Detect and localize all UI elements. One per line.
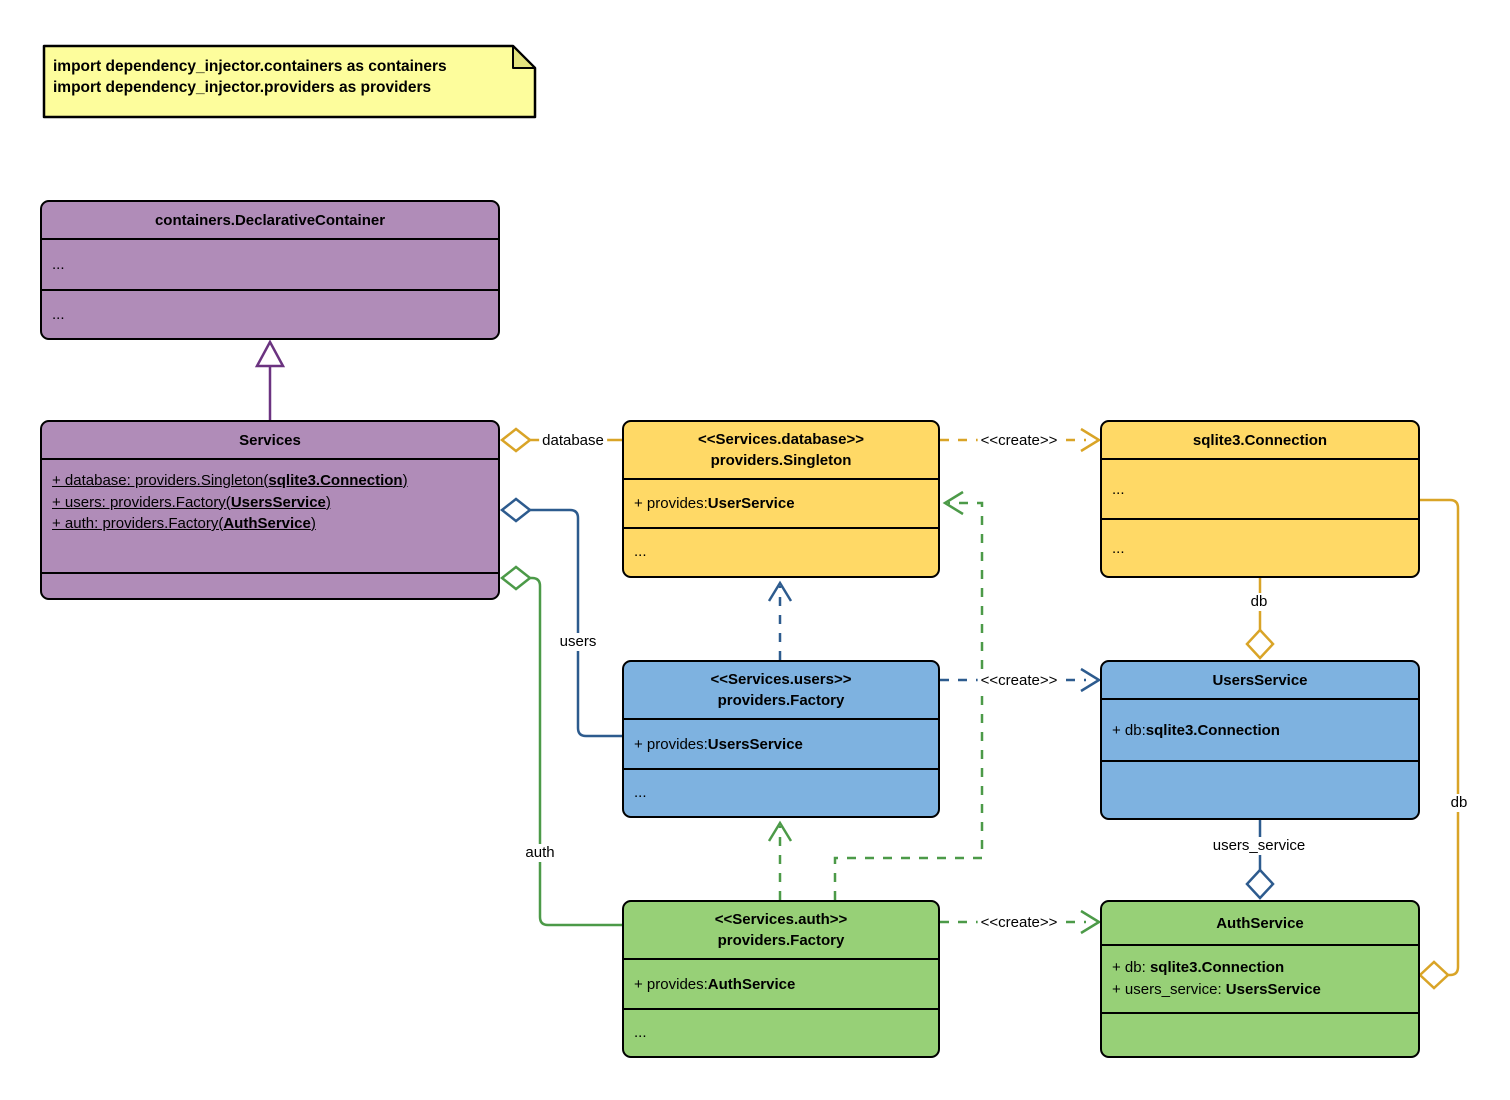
open-arrowhead	[1080, 427, 1102, 453]
class-usersservice: UsersService + db: sqlite3.Connection	[1100, 660, 1420, 820]
attribute-database: + database: providers.Singleton(sqlite3.…	[52, 472, 408, 489]
class-title: <<Services.auth>> providers.Factory	[624, 902, 938, 960]
edge-label-users: users	[556, 633, 600, 651]
class-sqlite3-connection: sqlite3.Connection ... ...	[1100, 420, 1420, 578]
edge-label-db-right: db	[1447, 794, 1471, 812]
edge-dependency-auth-to-users-factory	[767, 820, 793, 900]
edge-label-create-auth: <<create>>	[977, 914, 1061, 932]
attribute-provides: + provides: UserService	[624, 480, 938, 529]
aggregation-diamond	[1245, 868, 1275, 900]
note-line: import dependency_injector.containers as…	[53, 58, 447, 75]
edge-users-service-aggregation	[1245, 820, 1275, 900]
edge-label-create-users: <<create>>	[977, 672, 1061, 690]
class-compartment	[1102, 762, 1418, 818]
note-line: import dependency_injector.providers as …	[53, 79, 432, 96]
import-note: import dependency_injector.containers as…	[53, 56, 447, 98]
edge-label-db: db	[1247, 593, 1271, 611]
open-arrowhead	[942, 490, 964, 516]
open-arrowhead	[1080, 667, 1102, 693]
class-compartment: ...	[1102, 460, 1418, 520]
edge-dependency-users-to-singleton	[767, 580, 793, 660]
open-arrowhead	[767, 820, 793, 842]
attribute-auth: + auth: providers.Factory(AuthService)	[52, 515, 316, 532]
class-attributes: + db: sqlite3.Connection + users_service…	[1102, 946, 1418, 1014]
attribute-users-service: + users_service: UsersService	[1112, 980, 1321, 998]
edge-db-aggregation-usersservice	[1245, 578, 1275, 660]
edge-inheritance-services-declarativecontainer	[254, 339, 286, 420]
class-compartment: ...	[1112, 539, 1125, 557]
class-stereotype: <<Services.database>>	[698, 431, 864, 448]
aggregation-diamond	[499, 497, 533, 523]
class-compartment: ...	[634, 543, 647, 560]
class-compartment	[42, 574, 498, 598]
class-title-text: providers.Factory	[717, 692, 845, 709]
class-providers-singleton-database: <<Services.database>> providers.Singleto…	[622, 420, 940, 578]
attribute-db: + db: sqlite3.Connection	[1112, 959, 1285, 976]
aggregation-diamond	[499, 565, 533, 591]
class-title: Services	[42, 422, 498, 460]
class-title: AuthService	[1102, 902, 1418, 946]
attribute-users: + users: providers.Factory(UsersService)	[52, 493, 331, 511]
class-title: UsersService	[1102, 662, 1418, 700]
attribute-provides: + provides: UsersService	[624, 720, 938, 770]
edge-label-database: database	[539, 432, 607, 450]
class-authservice: AuthService + db: sqlite3.Connection + u…	[1100, 900, 1420, 1058]
aggregation-diamond	[1245, 628, 1275, 660]
class-compartment: ...	[52, 306, 65, 323]
class-compartment: ...	[634, 1023, 647, 1041]
class-compartment	[1102, 1014, 1418, 1056]
edge-label-create-db: <<create>>	[977, 432, 1061, 450]
class-title-text: providers.Factory	[717, 932, 845, 949]
edge-label-auth: auth	[522, 844, 558, 862]
class-containers-declarativecontainer: containers.DeclarativeContainer ... ...	[40, 200, 500, 340]
class-title: containers.DeclarativeContainer	[42, 202, 498, 240]
class-title-text: providers.Singleton	[710, 452, 852, 469]
edge-users-aggregation	[499, 497, 622, 738]
class-providers-factory-auth: <<Services.auth>> providers.Factory + pr…	[622, 900, 940, 1058]
class-title: <<Services.users>> providers.Factory	[624, 662, 938, 720]
aggregation-diamond	[1418, 960, 1450, 990]
class-stereotype: <<Services.auth>>	[714, 911, 848, 928]
note-fold-corner	[512, 45, 536, 69]
inheritance-triangle-arrowhead	[254, 339, 286, 368]
class-compartment: ...	[42, 240, 498, 291]
open-arrowhead	[767, 580, 793, 602]
class-attributes: + database: providers.Singleton(sqlite3.…	[42, 460, 498, 574]
class-title: <<Services.database>> providers.Singleto…	[624, 422, 938, 480]
class-stereotype: <<Services.users>>	[710, 671, 852, 688]
edge-db-aggregation-authservice	[1418, 498, 1460, 990]
class-services: Services + database: providers.Singleton…	[40, 420, 500, 600]
open-arrowhead	[1080, 909, 1102, 935]
attribute-db: + db: sqlite3.Connection	[1102, 700, 1418, 762]
class-providers-factory-users: <<Services.users>> providers.Factory + p…	[622, 660, 940, 818]
class-compartment: ...	[634, 783, 647, 801]
attribute-provides: + provides: AuthService	[624, 960, 938, 1010]
edge-auth-aggregation	[499, 565, 622, 927]
aggregation-diamond	[499, 427, 533, 453]
class-title: sqlite3.Connection	[1102, 422, 1418, 460]
edge-label-users-service: users_service	[1209, 837, 1309, 855]
